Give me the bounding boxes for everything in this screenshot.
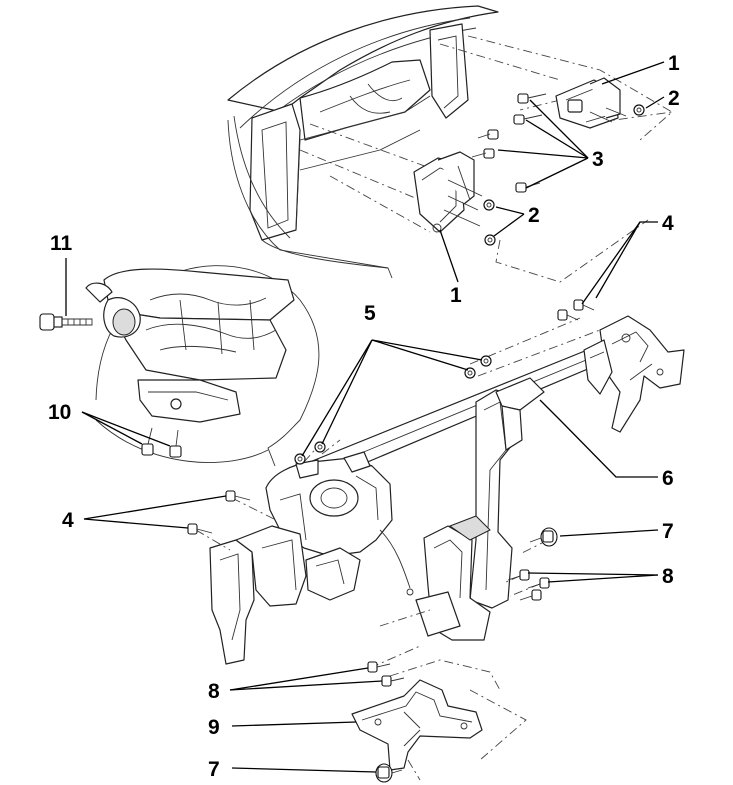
callout-1-top: 1 xyxy=(668,52,680,75)
bolt xyxy=(519,589,542,601)
assembly-lines-top xyxy=(299,35,673,283)
callout-leaders xyxy=(65,61,665,773)
callout-1-mid: 1 xyxy=(450,284,462,307)
bolt xyxy=(225,490,251,502)
cross-member xyxy=(209,315,685,665)
detail-inset xyxy=(39,265,320,467)
bolt xyxy=(513,114,543,125)
callout-2-top: 2 xyxy=(668,87,680,110)
bolt xyxy=(141,427,154,456)
fasteners-middle xyxy=(187,299,595,601)
callout-11: 11 xyxy=(50,232,73,255)
bolt xyxy=(471,148,495,159)
bolt xyxy=(169,429,182,458)
flange-bolt xyxy=(375,763,403,783)
callout-6: 6 xyxy=(662,467,674,490)
lower-brace xyxy=(351,661,483,783)
callout-4-right: 4 xyxy=(662,212,674,235)
bolt xyxy=(477,129,499,140)
callout-7-low: 7 xyxy=(208,758,220,781)
bolt xyxy=(187,523,213,535)
bolt xyxy=(573,299,595,311)
callout-3: 3 xyxy=(592,148,604,171)
callout-8-low: 8 xyxy=(208,680,220,703)
bolt xyxy=(381,675,405,687)
bolt xyxy=(527,577,550,589)
callout-5: 5 xyxy=(364,302,376,325)
mounting-bracket-upper xyxy=(555,77,645,129)
callout-labels: 1 2 3 2 1 4 11 5 10 6 4 7 8 8 9 7 xyxy=(48,52,680,781)
callout-7-mid: 7 xyxy=(662,520,674,543)
callout-8-mid: 8 xyxy=(662,565,674,588)
bolt xyxy=(517,93,547,104)
mounting-bracket-lower xyxy=(413,151,496,246)
callout-2-mid: 2 xyxy=(528,204,540,227)
vehicle-body-shell xyxy=(227,5,499,279)
flange-bolt xyxy=(529,527,558,547)
bolt-group-3 xyxy=(471,93,547,193)
bolt xyxy=(507,569,530,581)
bolt xyxy=(557,309,579,321)
callout-9: 9 xyxy=(208,716,220,739)
callout-4-left: 4 xyxy=(62,509,74,532)
bolt xyxy=(367,661,391,673)
callout-10: 10 xyxy=(48,401,71,424)
